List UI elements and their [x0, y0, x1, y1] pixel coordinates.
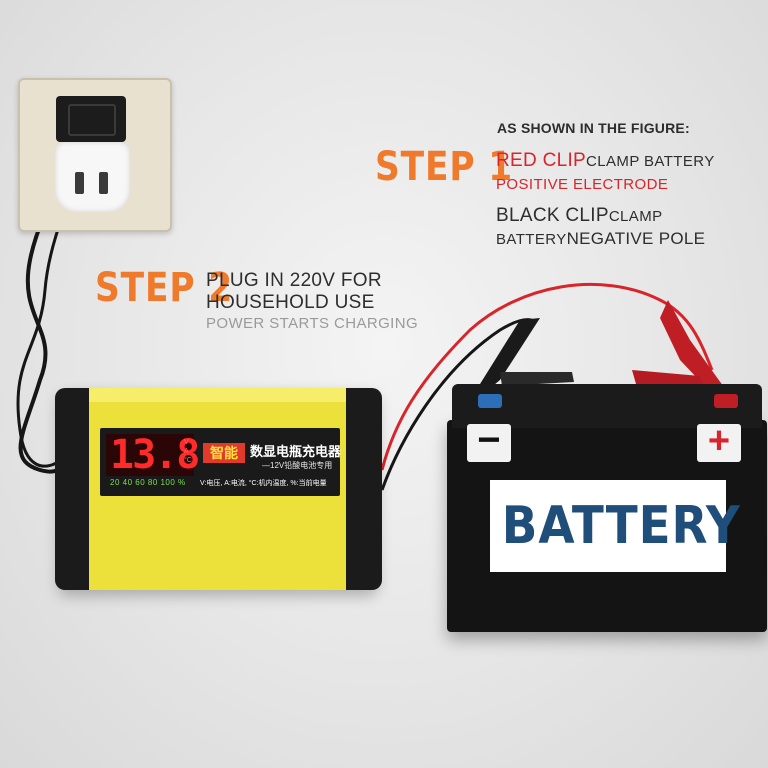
step-2-label: STEP 2	[95, 265, 234, 311]
lcd-readout: 13.8	[110, 432, 200, 478]
step-1-label: STEP 1	[375, 144, 514, 190]
instructions-header: AS SHOWN IN THE FIGURE:	[497, 120, 690, 136]
charger-end-cap-left	[55, 388, 89, 590]
lcd-screen	[106, 434, 194, 476]
charger-legend: V:电压, A:电流, °C:机内温度, %:当前电量	[200, 480, 327, 487]
socket-slot	[75, 172, 84, 194]
step-1-line-3: BLACK CLIPCLAMP	[496, 205, 663, 227]
battery-lid	[452, 384, 762, 428]
step-1-line-1: RED CLIPCLAMP BATTERY	[496, 150, 715, 172]
red-clip-target: POSITIVE ELECTRODE	[496, 176, 669, 193]
outlet-socket[interactable]	[55, 142, 130, 212]
charger-end-cap-right	[346, 388, 382, 590]
battery-label: BATTERY	[501, 496, 741, 556]
red-lead	[380, 282, 714, 471]
positive-terminal-post[interactable]	[714, 394, 738, 408]
charger-panel-subtitle: —12V铅酸电池专用	[262, 461, 333, 470]
positive-terminal-label: +	[697, 420, 741, 462]
black-clip-target-a: BATTERY	[496, 231, 567, 248]
negative-terminal-post[interactable]	[478, 394, 502, 408]
step-1-line-4: BATTERYNEGATIVE POLE	[496, 229, 705, 249]
charger-plug[interactable]	[56, 96, 126, 142]
step-2-line-1: PLUG IN 220V FOR	[206, 270, 382, 291]
plus-icon: +	[707, 420, 731, 462]
socket-slot	[99, 172, 108, 194]
black-clip-label: BLACK CLIP	[496, 205, 609, 226]
charge-scale: 20 40 60 80 100 %	[110, 478, 186, 487]
smart-badge: 智能	[203, 443, 245, 463]
charger-panel-title: 数显电瓶充电器	[250, 444, 342, 459]
battery-label-card	[490, 480, 726, 572]
negative-terminal-label: −	[467, 418, 511, 462]
plug-face	[68, 104, 116, 136]
step-2-line-3: POWER STARTS CHARGING	[206, 315, 419, 332]
minus-icon: −	[477, 418, 501, 462]
red-clip-instruction: CLAMP BATTERY	[586, 153, 715, 170]
black-clip-instruction: CLAMP	[608, 208, 663, 225]
red-clip-label: RED CLIP	[496, 150, 587, 171]
step-2-line-2: HOUSEHOLD USE	[206, 292, 375, 313]
black-clip-target-b: NEGATIVE POLE	[566, 229, 706, 248]
charger-top-highlight	[89, 388, 346, 402]
